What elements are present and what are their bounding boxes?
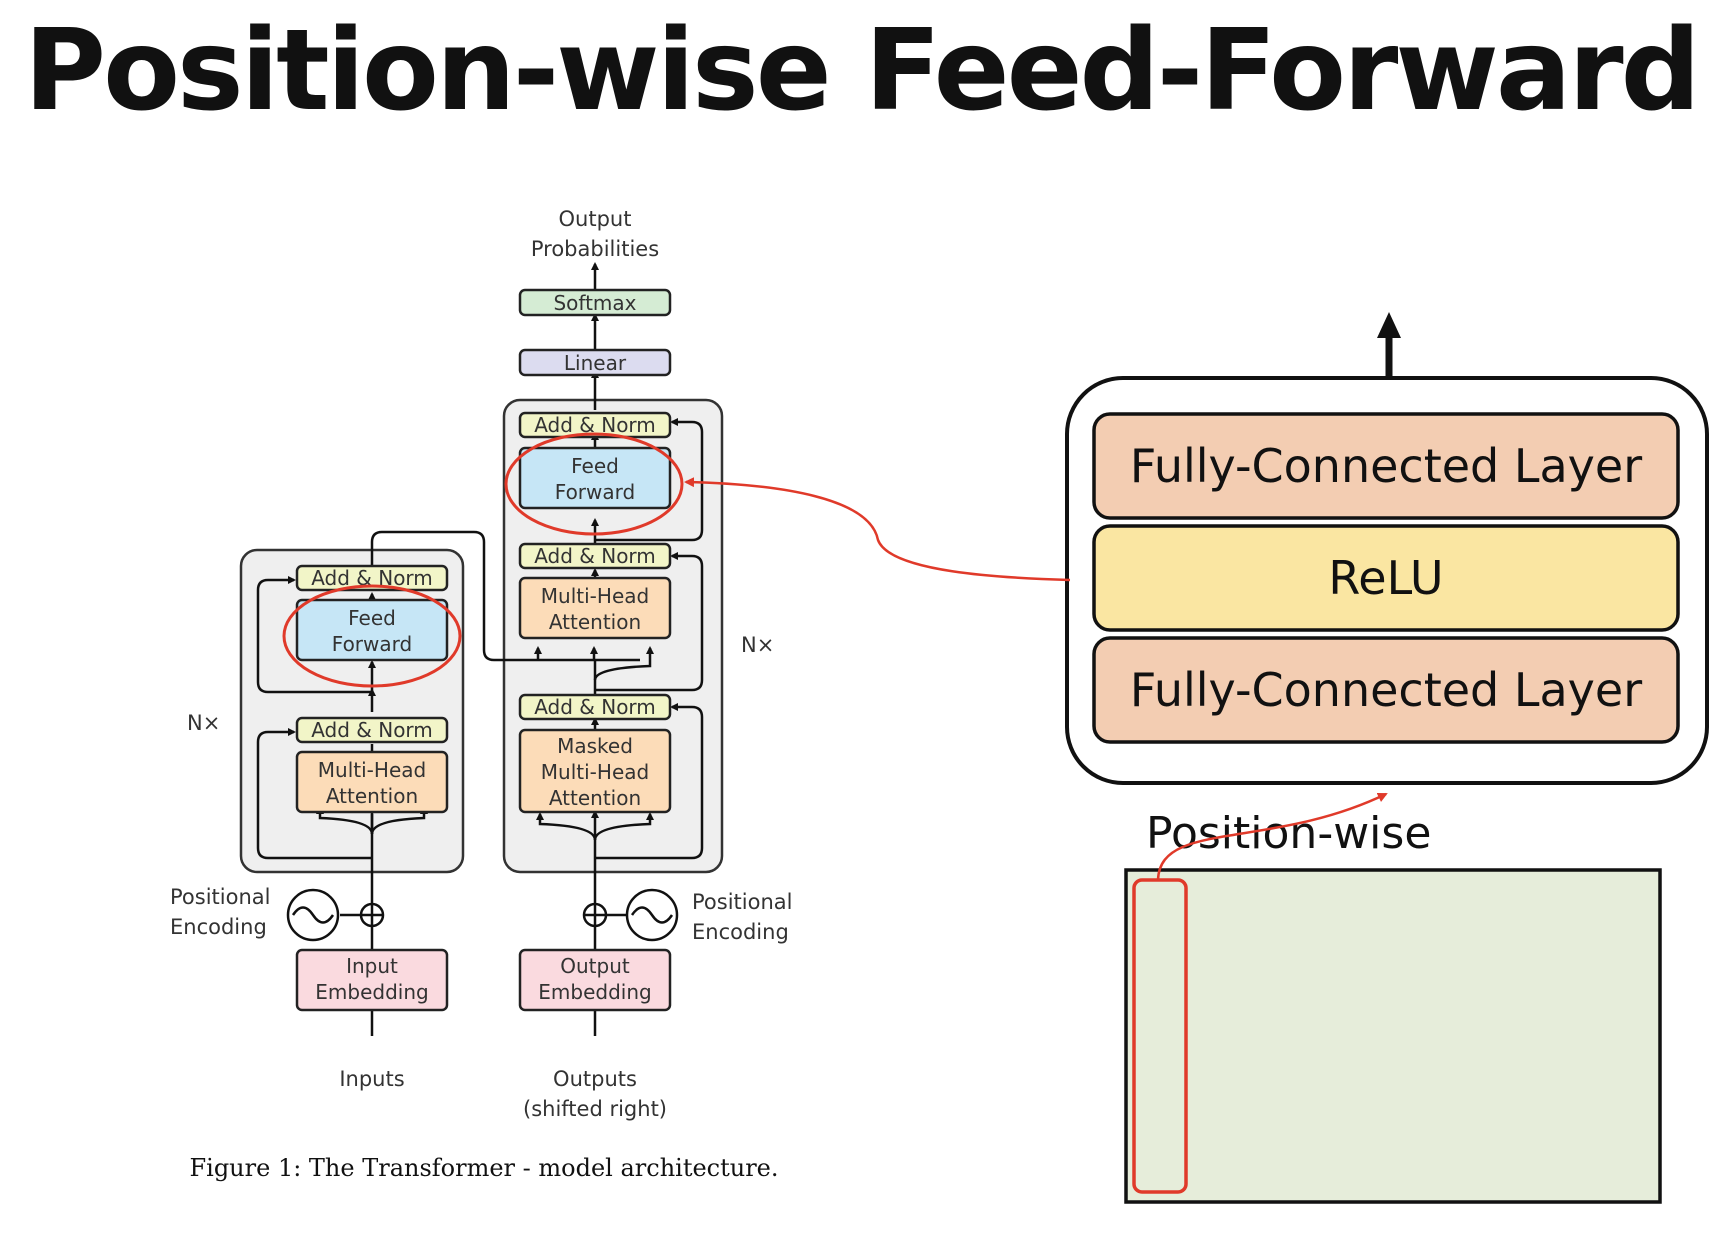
decoder-add-norm-3 — [518, 411, 672, 439]
decoder-add-norm-2 — [518, 542, 672, 570]
encoder-feed-forward — [295, 598, 449, 662]
masked-attention-label-line2: Multi-Head — [541, 760, 649, 784]
output-embedding-label-line2: Embedding — [538, 980, 651, 1004]
encoder-feed-forward-label-line1: Feed — [348, 606, 396, 630]
encoder-mha-label-line2: Attention — [326, 784, 418, 808]
inputs-label: Inputs — [339, 1067, 404, 1091]
relu-label: ReLU — [1328, 551, 1443, 605]
decoder-feed-forward-label-line2: Forward — [555, 480, 635, 504]
linear-label: Linear — [564, 351, 627, 375]
output-probabilities-label-line2: Probabilities — [531, 237, 659, 261]
decoder-positional-encoding-label-line1: Positional — [692, 890, 792, 914]
outputs-label-line1: Outputs — [553, 1067, 637, 1091]
encoder-ffn-highlight — [282, 584, 462, 688]
page-title: Position-wise Feed-Forward — [24, 6, 1701, 136]
outputs-label-line2: (shifted right) — [523, 1097, 667, 1121]
fc-layer-bottom — [1092, 636, 1680, 744]
decoder-feed-forward-label-line1: Feed — [571, 454, 619, 478]
decoder-nx-label: N× — [741, 633, 774, 657]
ffn-to-decoder-arrow — [684, 477, 1071, 582]
decoder-add-norm-1-label: Add & Norm — [534, 695, 656, 719]
position-wise-label: Position-wise — [1146, 808, 1431, 859]
masked-attention-label-line1: Masked — [557, 734, 633, 758]
decoder-multi-head-attention — [518, 576, 672, 640]
decoder-ffn-highlight — [504, 432, 684, 536]
fc-layer-top-label: Fully-Connected Layer — [1130, 439, 1642, 493]
fc-layer-top — [1092, 412, 1680, 520]
sequence-matrix — [1124, 868, 1662, 1204]
decoder-mha-label-line1: Multi-Head — [541, 584, 649, 608]
masked-attention-label-line3: Attention — [549, 786, 641, 810]
encoder-feed-forward-label-line2: Forward — [332, 632, 412, 656]
encoder-nx-label: N× — [187, 711, 220, 735]
position-column-highlight — [1132, 878, 1188, 1194]
encoder-multi-head-attention — [295, 750, 449, 814]
encoder-add-norm-2 — [295, 564, 449, 592]
decoder-mha-label-line2: Attention — [549, 610, 641, 634]
softmax-block — [518, 288, 672, 317]
decoder-positional-encoding-label-line2: Encoding — [692, 920, 789, 944]
input-embedding-label-line1: Input — [346, 954, 398, 978]
decoder-add-norm-2-label: Add & Norm — [534, 544, 656, 568]
fc-layer-bottom-label: Fully-Connected Layer — [1130, 663, 1642, 717]
encoder-mha-label-line1: Multi-Head — [318, 758, 426, 782]
decoder-add-norm-1 — [518, 693, 672, 721]
softmax-label: Softmax — [553, 291, 636, 315]
decoder-masked-attention — [518, 728, 672, 814]
input-embedding-label-line2: Embedding — [315, 980, 428, 1004]
encoder-positional-encoding-label-line1: Positional — [170, 885, 270, 909]
output-embedding-block — [518, 948, 672, 1012]
output-embedding-label-line1: Output — [560, 954, 630, 978]
encoder-add-norm-1 — [295, 716, 449, 744]
ffn-output-arrow-head — [1377, 312, 1401, 338]
figure-caption: Figure 1: The Transformer - model archit… — [189, 1154, 778, 1182]
input-embedding-block — [295, 948, 449, 1012]
encoder-add-norm-1-label: Add & Norm — [311, 718, 433, 742]
encoder-positional-encoding-label-line2: Encoding — [170, 915, 267, 939]
linear-block — [518, 348, 672, 377]
transformer-connectors — [256, 262, 704, 1036]
relu-layer — [1092, 524, 1680, 632]
position-to-ffn-arrow — [1156, 792, 1388, 881]
decoder-feed-forward — [518, 446, 672, 510]
output-probabilities-label-line1: Output — [559, 207, 632, 231]
